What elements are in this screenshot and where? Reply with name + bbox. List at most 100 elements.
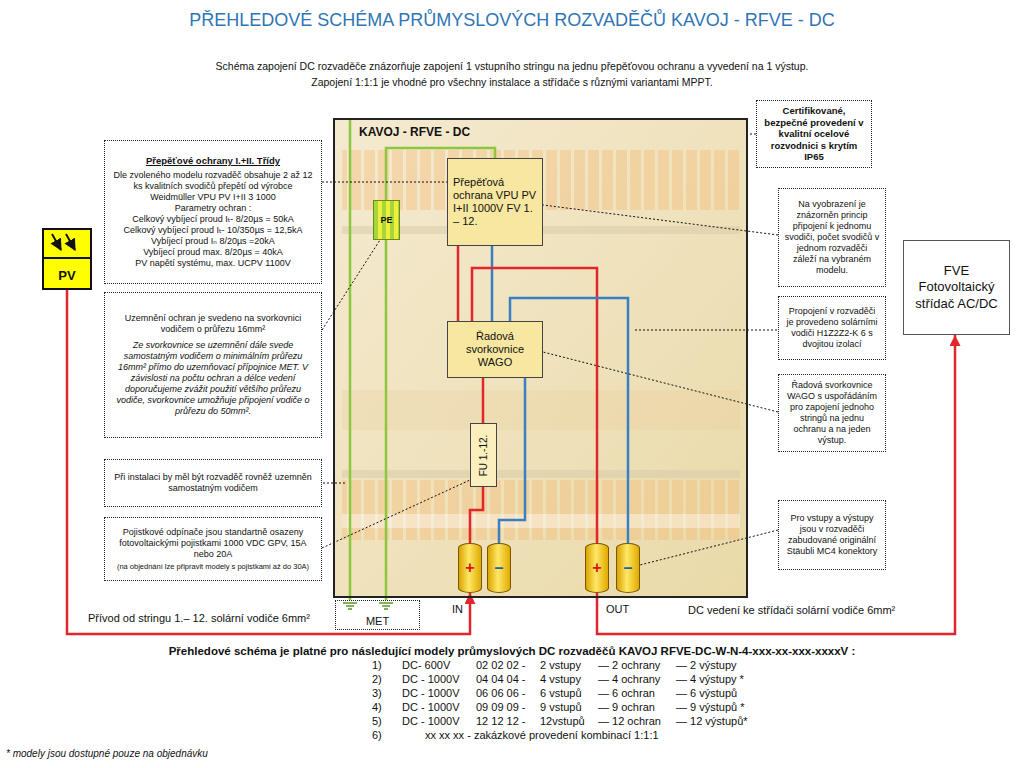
switchboard-panel-text: KAVOJ - RFVE - DC	[359, 125, 470, 139]
dc-wire	[470, 487, 483, 543]
text-label: 6)	[372, 729, 382, 742]
callout-box-text: (na objednání lze připravit modely s poj…	[110, 562, 316, 571]
dc-wire	[457, 246, 460, 321]
dc-wire	[67, 290, 470, 634]
text-label: DC - 1000V	[402, 701, 459, 714]
callout-box-text: Celkový vybíjecí proud Iₜ- 10/350µs = 12…	[110, 225, 316, 236]
text-label: DC - 1000V	[402, 715, 459, 728]
text-label: 4 vstupy	[540, 673, 581, 686]
text-label: DC - 1000V	[402, 673, 459, 686]
text-label: 1)	[372, 659, 382, 672]
callout-box-text: Na vyobrazení je znázorněn princip připo…	[784, 199, 880, 276]
text-label: 12vstupů	[540, 715, 585, 728]
callout-box-text: Uzemnění ochran je svedeno na svorkovnic…	[110, 313, 316, 335]
callout-box-text: Pojistkové odpínače jsou standartně osaz…	[110, 527, 316, 560]
mc4-connector-text: +	[592, 560, 601, 576]
text-label: Schéma zapojení DC rozvaděče znázorňuje …	[0, 60, 1024, 73]
callout-box: Na vyobrazení je znázorněn princip připo…	[778, 188, 886, 287]
callout-box: Pro vstupy a výstupy jsou v rozvaděči za…	[778, 500, 886, 570]
met-busbar-box: MET	[335, 600, 420, 630]
callout-box: Přepěťové ochrany I.+II. TřídyDle zvolen…	[104, 140, 322, 284]
dc-wire	[482, 378, 485, 423]
ground-wire	[349, 118, 352, 600]
callout-box: Certifikované, bezpečné provedení v kval…	[756, 100, 872, 168]
fuse-box-text: FU 1.-12.	[478, 434, 489, 476]
callout-box: Propojení v rozvaděči je provedeno solár…	[778, 296, 886, 360]
switchboard-panel: KAVOJ - RFVE - DC PE Přepěťová ochrana VPU…	[333, 118, 748, 598]
text-label: 02 02 02 -	[476, 659, 526, 672]
callout-box-text: Vybíjecí proud max. 8/20µs = 40kA	[110, 247, 316, 258]
callout-box-text: Propojení v rozvaděči je provedeno solár…	[784, 306, 880, 350]
text-label: 9 vstupů	[540, 701, 582, 714]
mc4-connector: –	[487, 543, 511, 593]
pv-fill	[43, 229, 91, 289]
pv-source-box-text: PV	[58, 268, 75, 283]
surge-protector-box: Přepěťová ochrana VPU PV I+II 1000V FV 1…	[447, 158, 543, 246]
leader-line	[543, 352, 778, 412]
diagram-title: PŘEHLEDOVÉ SCHÉMA PRŮMYSLOVÝCH ROZVADĚČŮ…	[0, 10, 1024, 32]
callout-box-text: Vybíjecí proud Iₙ 8/20µs =20kA	[110, 236, 316, 247]
mc4-connector-text: –	[624, 560, 633, 576]
met-busbar-box-text: MET	[366, 615, 389, 627]
callout-box-text: Ze svorkovnice se uzemnění dále svede sa…	[110, 340, 316, 417]
din-rail	[342, 470, 740, 478]
mc4-connector: +	[458, 543, 482, 593]
terminal-block-box-text: Řadová svorkovnice WAGO	[453, 330, 537, 370]
text-label: Přívod od stringu 1.– 12. solární vodiče…	[88, 612, 310, 625]
leader-line	[322, 240, 380, 330]
leader-line	[640, 530, 778, 565]
pe-terminal-text: PE	[380, 215, 392, 225]
text-label: — 4 výstupy *	[676, 673, 744, 686]
leader-line	[633, 330, 777, 331]
text-label: — 2 ochrany	[598, 659, 660, 672]
callout-box: Pojistkové odpínače jsou standartně osaz…	[104, 517, 322, 581]
text-label: 5)	[372, 715, 382, 728]
text-label: — 2 výstupy	[676, 659, 737, 672]
text-label: 3)	[372, 687, 382, 700]
text-label: — 12 ochran	[598, 715, 661, 728]
leader-line	[322, 480, 470, 548]
text-label: DC vedení ke střídači solární vodiče 6mm…	[688, 604, 895, 617]
pe-terminal: PE	[373, 200, 400, 240]
leader-line	[748, 134, 756, 135]
panel-photo	[335, 120, 746, 596]
callout-box-text: Řadová svorkovnice WAGO s uspořádáním pr…	[784, 380, 880, 446]
text-label: 2)	[372, 673, 382, 686]
dc-wire	[499, 378, 525, 543]
callout-box: Při instalaci by měl být rozvaděč rovněž…	[104, 459, 322, 507]
text-label: — 12 výstupů*	[676, 715, 748, 728]
text-label: 04 04 04 -	[476, 673, 526, 686]
text-label: — 6 výstupů	[676, 687, 737, 700]
text-label: IN	[452, 603, 463, 616]
sun-arrow	[66, 234, 75, 250]
leader-line	[543, 205, 778, 235]
pv-source-box: PV	[42, 228, 92, 290]
dc-wire	[472, 268, 597, 543]
text-label: 12 12 12 -	[476, 715, 526, 728]
leader-line	[322, 182, 447, 183]
text-label: DC- 600V	[402, 659, 450, 672]
text-label: — 6 ochran	[598, 687, 655, 700]
callout-box-text: Přepěťové ochrany I.+II. Třídy	[110, 155, 316, 167]
text-label: Přehledové schéma je platné pro následuj…	[0, 645, 1024, 659]
text-label: Zapojení 1:1:1 je vhodné pro všechny ins…	[0, 76, 1024, 89]
callout-box-text: Certifikované, bezpečné provedení v kval…	[762, 105, 866, 163]
text-label: — 9 ochran	[598, 701, 655, 714]
text-label: DC - 1000V	[402, 687, 459, 700]
text-label: 4)	[372, 701, 382, 714]
text-label: — 4 ochrany	[598, 673, 660, 686]
callout-box-text: Celkový vybíjecí proud Iₜ- 8/20µs = 50kA	[110, 214, 316, 225]
text-label: 09 09 09 -	[476, 701, 526, 714]
text-label: * modely jsou dostupné pouze na objednáv…	[6, 748, 208, 760]
text-label: 6 vstupů	[540, 687, 582, 700]
dc-wire	[597, 335, 955, 634]
mc4-connector: –	[616, 543, 640, 593]
inverter-box: FVE Fotovoltaický střídač AC/DC	[903, 240, 1010, 335]
mc4-connector-text: +	[465, 560, 474, 576]
fuse-box: FU 1.-12.	[470, 423, 497, 487]
terminal-block-box: Řadová svorkovnice WAGO	[447, 321, 543, 378]
callout-box-text: PV napětí systému, max. UCPV 1100V	[110, 258, 316, 269]
callout-box-text: Pro vstupy a výstupy jsou v rozvaděči za…	[784, 513, 880, 557]
